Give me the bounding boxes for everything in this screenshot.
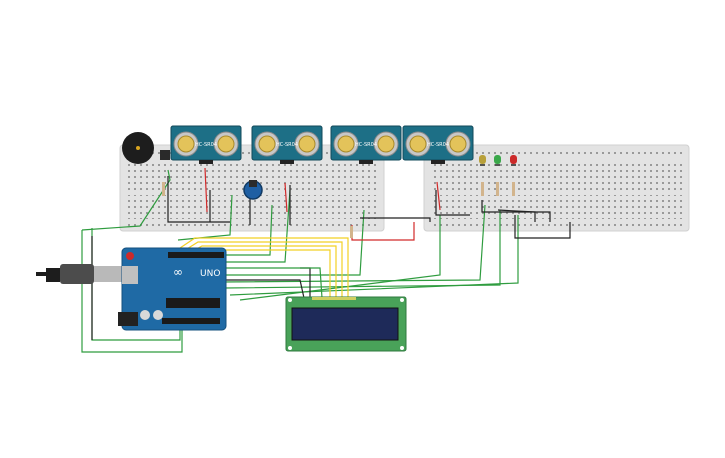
leds	[479, 155, 517, 166]
ultrasonic-sensors: HC-SR04 HC-SR04 HC-SR04 HC-SR04	[170, 125, 474, 164]
resistors	[162, 182, 515, 238]
sensor-model-label: HC-SR04	[427, 142, 449, 148]
ultrasonic-sensor[interactable]: HC-SR04	[170, 125, 242, 164]
sensor-model-label: HC-SR04	[276, 142, 298, 148]
lcd-display[interactable]	[285, 296, 407, 352]
ultrasonic-sensor[interactable]: HC-SR04	[251, 125, 323, 164]
led[interactable]	[494, 155, 501, 166]
ultrasonic-sensor[interactable]: HC-SR04	[402, 125, 474, 164]
sensor-model-label: HC-SR04	[355, 142, 377, 148]
potentiometer[interactable]	[243, 180, 263, 200]
sensor-model-label: HC-SR04	[195, 142, 217, 148]
usb-cable	[36, 264, 124, 284]
arduino-logo: ∞	[173, 265, 183, 279]
wires	[81, 167, 571, 353]
led[interactable]	[479, 155, 486, 166]
ultrasonic-sensor[interactable]: HC-SR04	[330, 125, 402, 164]
breadboard-right	[423, 144, 690, 232]
arduino-model-label: UNO	[200, 269, 220, 279]
arduino-uno-board[interactable]: ∞ UNO	[118, 247, 227, 331]
led[interactable]	[510, 155, 517, 166]
buzzer[interactable]	[122, 132, 170, 164]
